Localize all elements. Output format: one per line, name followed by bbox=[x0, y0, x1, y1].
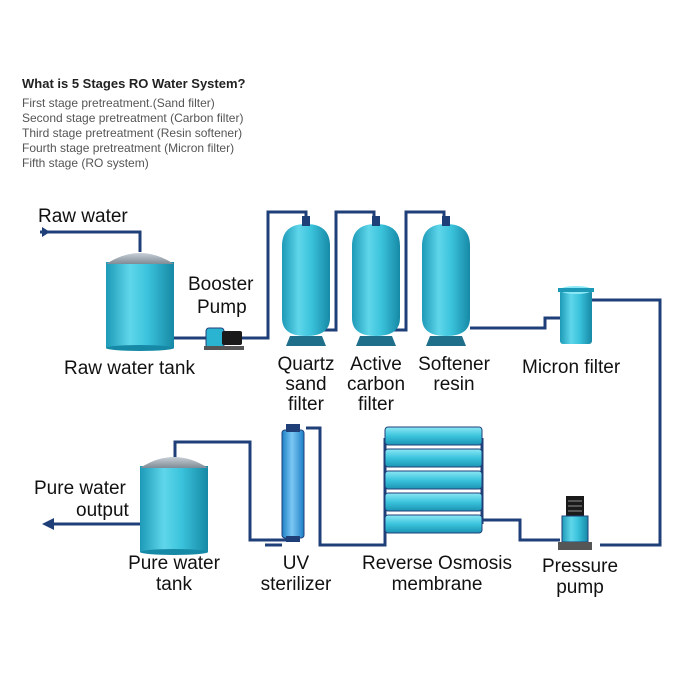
label-raw-water-tank: Raw water tank bbox=[64, 358, 195, 379]
ro-membrane-tube bbox=[384, 492, 483, 512]
label-pure-tank-line-1: Pure water bbox=[128, 553, 221, 574]
label-pressure-pump-line-2: pump bbox=[556, 577, 604, 598]
pipe-pressure-to-ro bbox=[480, 518, 560, 542]
reverse-osmosis-membranes bbox=[384, 426, 483, 534]
label-uv-line-1: UV bbox=[283, 553, 310, 574]
ro-membrane-tube bbox=[384, 470, 483, 490]
intro-line-stage-4: Fourth stage pretreatment (Micron filter… bbox=[22, 141, 235, 155]
intro-line-stage-1: First stage pretreatment.(Sand filter) bbox=[22, 96, 215, 110]
label-pure-output-line-2: output bbox=[76, 500, 130, 521]
label-carbon-line-2: carbon bbox=[347, 374, 405, 395]
pure-output-arrow bbox=[42, 518, 140, 530]
intro-title: What is 5 Stages RO Water System? bbox=[22, 76, 246, 91]
label-softener-line-1: Softener bbox=[418, 354, 490, 375]
label-uv-line-2: sterilizer bbox=[261, 574, 332, 595]
intro-line-stage-3: Third stage pretreatment (Resin softener… bbox=[22, 126, 243, 140]
ro-membrane-tube bbox=[384, 426, 483, 446]
raw-water-arrow bbox=[42, 227, 50, 237]
ro-membrane-tube bbox=[384, 514, 483, 534]
raw-water-tank bbox=[106, 253, 174, 351]
uv-sterilizer bbox=[281, 424, 305, 542]
label-raw-water: Raw water bbox=[38, 206, 128, 227]
quartz-sand-filter bbox=[282, 216, 330, 346]
softener-resin-filter bbox=[422, 216, 470, 346]
label-carbon-line-1: Active bbox=[350, 354, 402, 375]
intro-line-stage-5: Fifth stage (RO system) bbox=[22, 156, 149, 170]
pipe-micron-to-pressure bbox=[590, 298, 662, 547]
active-carbon-filter bbox=[352, 216, 400, 346]
intro-block: What is 5 Stages RO Water System? First … bbox=[22, 76, 245, 171]
label-pressure-pump-line-1: Pressure bbox=[542, 556, 618, 577]
label-quartz-line-3: filter bbox=[288, 394, 325, 415]
label-quartz-line-1: Quartz bbox=[277, 354, 334, 375]
label-ro-line-1: Reverse Osmosis bbox=[362, 553, 512, 574]
pipe-raw-inlet bbox=[40, 230, 142, 252]
label-softener-line-2: resin bbox=[433, 374, 474, 395]
label-booster-pump-line-1: Booster bbox=[188, 274, 254, 295]
intro-line-stage-2: Second stage pretreatment (Carbon filter… bbox=[22, 111, 244, 125]
ro-membrane-tube bbox=[384, 448, 483, 468]
pipe-softener-to-micron bbox=[470, 316, 560, 330]
pressure-pump-icon bbox=[558, 496, 592, 550]
label-quartz-line-2: sand bbox=[285, 374, 326, 395]
label-booster-pump-line-2: Pump bbox=[197, 297, 247, 318]
label-carbon-line-3: filter bbox=[358, 394, 395, 415]
label-ro-line-2: membrane bbox=[392, 574, 483, 595]
booster-pump-icon bbox=[204, 327, 244, 350]
pipe-ro-to-uv bbox=[306, 426, 387, 547]
label-micron-filter: Micron filter bbox=[522, 357, 621, 378]
pure-water-tank bbox=[140, 457, 208, 555]
label-pure-tank-line-2: tank bbox=[156, 574, 192, 595]
pipe-uv-to-pure-tank bbox=[173, 440, 290, 542]
label-pure-output-line-1: Pure water bbox=[34, 478, 127, 499]
micron-filter bbox=[558, 286, 594, 344]
